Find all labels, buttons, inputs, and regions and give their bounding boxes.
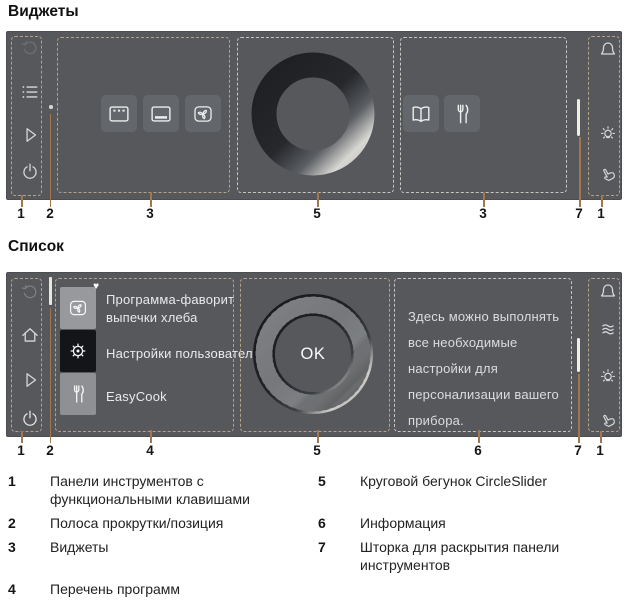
play-icon[interactable] bbox=[19, 369, 41, 391]
legend-text: Шторка для раскрытия панели инструментов bbox=[360, 539, 560, 573]
undo-icon[interactable] bbox=[19, 36, 41, 58]
legend-text: Полоса прокрутки/позиция bbox=[50, 515, 224, 531]
callout-leader bbox=[49, 308, 51, 443]
legend-number: 1 bbox=[8, 473, 16, 489]
callout-number: 3 bbox=[479, 206, 487, 221]
toolbar-shutter-handle[interactable] bbox=[577, 338, 580, 372]
legend-number: 2 bbox=[8, 515, 16, 531]
legend-number: 4 bbox=[8, 581, 16, 597]
hot-air-fan-icon bbox=[66, 296, 90, 320]
callout-leader bbox=[579, 137, 581, 207]
callout-number: 1 bbox=[17, 443, 25, 458]
section-title-list: Список bbox=[8, 238, 64, 255]
frame-circleslider bbox=[240, 278, 390, 432]
steam-icon[interactable] bbox=[597, 318, 619, 340]
play-icon[interactable] bbox=[19, 124, 41, 146]
undo-icon[interactable] bbox=[19, 280, 41, 302]
list-item-user-settings[interactable] bbox=[60, 330, 96, 372]
list-item-label[interactable]: Программа-фаворит выпечки хлеба bbox=[106, 292, 235, 326]
callout-number: 2 bbox=[46, 443, 54, 458]
legend-number: 6 bbox=[318, 515, 326, 531]
legend: 1 Панели инструментов с функциональными … bbox=[8, 472, 620, 598]
callout-leader bbox=[578, 374, 580, 443]
callout-number: 3 bbox=[146, 206, 154, 221]
legend-number: 3 bbox=[8, 539, 16, 555]
frame-toolbar-left bbox=[11, 278, 42, 432]
callout-leader bbox=[150, 430, 152, 443]
widgets-screen bbox=[6, 31, 622, 200]
frame-info bbox=[394, 278, 572, 432]
power-icon[interactable] bbox=[19, 408, 41, 430]
callout-number: 5 bbox=[313, 206, 321, 221]
gear-icon bbox=[66, 339, 90, 363]
widget-cookbook[interactable] bbox=[403, 95, 439, 132]
callout-leader bbox=[150, 192, 152, 207]
callout-leader bbox=[478, 430, 480, 443]
callout-number: 2 bbox=[46, 206, 54, 221]
widget-oven-bottom-heat[interactable] bbox=[143, 95, 179, 132]
scroll-position-dot bbox=[49, 105, 53, 109]
widget-oven-top-heat[interactable] bbox=[101, 95, 137, 132]
circleslider[interactable] bbox=[245, 46, 381, 182]
childlock-hand-icon[interactable] bbox=[597, 408, 619, 430]
widget-hot-air[interactable] bbox=[185, 95, 221, 132]
oven-bottom-heat-icon bbox=[148, 101, 174, 127]
callout-leader bbox=[600, 431, 602, 443]
frame-circleslider bbox=[237, 37, 394, 193]
callout-leader bbox=[21, 195, 23, 207]
list-item-label[interactable]: EasyCook bbox=[106, 389, 167, 404]
scroll-position-bar[interactable] bbox=[49, 277, 52, 305]
callout-number: 1 bbox=[17, 206, 25, 221]
callout-leader bbox=[317, 192, 319, 207]
hot-air-fan-icon bbox=[190, 101, 216, 127]
callout-number: 6 bbox=[474, 443, 482, 458]
light-icon[interactable] bbox=[597, 366, 619, 388]
legend-number: 5 bbox=[318, 473, 326, 489]
callout-number: 5 bbox=[313, 443, 321, 458]
dial-ok-label: OK bbox=[300, 344, 326, 363]
home-icon[interactable] bbox=[19, 324, 41, 346]
callout-leader bbox=[49, 114, 51, 207]
list-item-favorite[interactable]: ♥ bbox=[60, 282, 99, 329]
legend-text: Виджеты bbox=[50, 539, 109, 555]
bell-icon[interactable] bbox=[597, 281, 619, 303]
favorite-heart-icon: ♥ bbox=[93, 281, 99, 292]
legend-text: Перечень программ bbox=[50, 581, 181, 597]
section-title-widgets: Виджеты bbox=[8, 3, 79, 20]
list-screen: ♥ Программа-фаворит выпечки хлеба Настро… bbox=[6, 272, 622, 437]
frame-toolbar-right bbox=[588, 278, 620, 432]
callout-number: 1 bbox=[597, 206, 605, 221]
frame-widgets-left bbox=[57, 37, 230, 193]
oven-top-heat-icon bbox=[106, 101, 132, 127]
toolbar-shutter-handle[interactable] bbox=[577, 99, 580, 136]
frame-toolbar-right bbox=[588, 36, 620, 196]
callout-leader bbox=[317, 430, 319, 443]
callout-number: 1 bbox=[596, 443, 604, 458]
callout-number: 4 bbox=[146, 443, 154, 458]
legend-text: Панели инструментов с функциональными кл… bbox=[50, 473, 250, 507]
menu-list-icon[interactable] bbox=[19, 81, 41, 103]
legend-text: Круговой бегунок CircleSlider bbox=[360, 473, 548, 489]
circleslider-dial[interactable] bbox=[249, 290, 377, 418]
power-icon[interactable] bbox=[19, 161, 41, 183]
widget-easycook[interactable] bbox=[444, 95, 480, 132]
callout-leader bbox=[601, 195, 603, 207]
frame-program-list bbox=[55, 278, 234, 432]
list-item-label[interactable]: Настройки пользователя bbox=[106, 346, 261, 361]
cutlery-icon bbox=[449, 101, 475, 127]
frame-toolbar-left bbox=[11, 36, 42, 196]
legend-text: Информация bbox=[360, 515, 446, 531]
cookbook-icon bbox=[408, 101, 434, 127]
callout-leader bbox=[483, 192, 485, 207]
childlock-hand-icon[interactable] bbox=[597, 162, 619, 184]
list-item-easycook[interactable] bbox=[60, 373, 96, 415]
callout-number: 7 bbox=[574, 443, 582, 458]
bell-icon[interactable] bbox=[597, 39, 619, 61]
cutlery-icon bbox=[66, 382, 90, 406]
callout-number: 7 bbox=[575, 206, 583, 221]
callout-leader bbox=[21, 431, 23, 443]
legend-number: 7 bbox=[318, 539, 326, 555]
info-text: Здесь можно выполнять все необходимые на… bbox=[408, 309, 560, 428]
light-icon[interactable] bbox=[597, 123, 619, 145]
